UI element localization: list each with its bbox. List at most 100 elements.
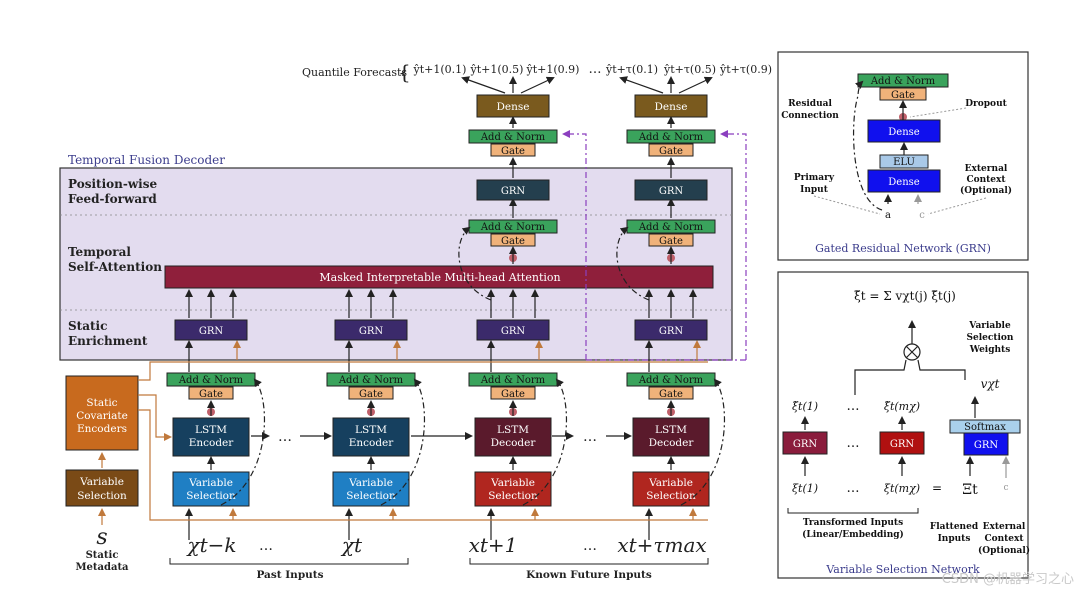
add-norm	[468, 219, 558, 234]
grn-panel-title: Gated Residual Network (GRN)	[815, 242, 991, 255]
variable-selection-label: Variable	[648, 477, 693, 489]
grn-residual: Residual	[788, 99, 832, 109]
static-variable-selection	[65, 469, 139, 507]
gate-label: Gate	[659, 146, 683, 157]
quantile-item: ŷt+τ(0.5)	[663, 63, 716, 76]
add-norm	[468, 129, 558, 144]
grn-primary: Input	[800, 185, 829, 195]
variable-selection	[172, 471, 250, 507]
vsn-c: c	[1003, 483, 1008, 493]
input-label: xt+τmax	[617, 533, 706, 557]
dense-label: Dense	[497, 101, 530, 113]
quantile-item: ŷt+τ(0.9)	[719, 63, 772, 76]
lstm-label: Encoder	[189, 437, 235, 449]
variable-selection	[632, 471, 710, 507]
grn-add-norm	[857, 73, 949, 88]
grn-c: c	[919, 210, 925, 221]
gate-label: Gate	[659, 236, 683, 247]
ellipsis: …	[847, 436, 860, 451]
grn-dropout: Dropout	[965, 99, 1007, 109]
vsn-external: Context	[984, 534, 1024, 544]
input-label: …	[583, 538, 597, 554]
grn-add-norm-label: Add & Norm	[870, 76, 936, 87]
static-cov-2: Covariate	[76, 410, 128, 422]
quantile-item: …	[589, 62, 602, 77]
add-norm	[626, 219, 716, 234]
static-cov-3: Encoders	[77, 423, 127, 435]
layer-static-2: Enrichment	[68, 334, 148, 348]
lstm-label: LSTM	[497, 424, 529, 436]
dense-output	[476, 94, 550, 118]
gate	[648, 386, 694, 400]
variable-selection-label: Selection	[346, 490, 396, 502]
vsn-flattened: Flattened	[930, 522, 979, 532]
vsn-xi-1: ξt(1)	[792, 482, 818, 495]
decoder-title: Temporal Fusion Decoder	[68, 153, 225, 167]
lstm-label: LSTM	[355, 424, 387, 436]
input-label: …	[259, 538, 273, 554]
vsn-weights: Selection	[967, 333, 1014, 343]
vsn-transformed: (Linear/Embedding)	[802, 529, 904, 540]
attention-label: Masked Interpretable Multi-head Attentio…	[319, 271, 560, 284]
variable-selection	[474, 471, 552, 507]
watermark: CSDN @机器学习之心	[941, 572, 1074, 587]
vsn-grn-m	[879, 431, 925, 455]
grn-label: GRN	[359, 326, 384, 337]
grn-dense-bottom	[867, 169, 941, 193]
add-norm-label: Add & Norm	[338, 375, 404, 386]
static-metadata-2: Metadata	[75, 562, 129, 573]
variable-selection	[332, 471, 410, 507]
vsn-grn-label: GRN	[890, 439, 915, 450]
lstm-label: LSTM	[195, 424, 227, 436]
grn-gate-label: Gate	[891, 90, 915, 101]
gate	[648, 143, 694, 157]
add-norm-label: Add & Norm	[638, 132, 704, 143]
vsn-softmax-label: Softmax	[964, 422, 1006, 433]
add-norm	[626, 129, 716, 144]
static-enrichment-grn	[476, 319, 550, 341]
static-vs-2: Selection	[77, 490, 127, 502]
svg-text:{: {	[398, 60, 411, 84]
vsn-flattened: Inputs	[938, 534, 971, 544]
quantile-item: ŷt+1(0.5)	[470, 63, 524, 76]
input-label: xt+1	[469, 533, 518, 557]
grn-external: Context	[966, 175, 1006, 185]
variable-selection-label: Selection	[186, 490, 236, 502]
gate	[490, 143, 536, 157]
vsn-grn-weights	[963, 432, 1009, 456]
vsn-external: External	[983, 522, 1026, 532]
lstm-block	[332, 417, 410, 457]
vsn-xi-tilde-1: ξ̃t(1)	[792, 400, 818, 413]
grn-residual: Connection	[781, 111, 839, 121]
vsn-xi-tilde-m: ξ̃t(mχ)	[884, 400, 920, 413]
vsn-grn-label: GRN	[974, 440, 999, 451]
vsn-equals: =	[932, 481, 942, 495]
quantile-item: ŷt+1(0.9)	[526, 63, 580, 76]
future-inputs-label: Known Future Inputs	[526, 569, 652, 581]
grn-elu-label: ELU	[893, 157, 915, 168]
static-enrichment-grn	[174, 319, 248, 341]
ellipsis: …	[583, 429, 597, 445]
grn-label: GRN	[659, 326, 684, 337]
gate-label: Gate	[501, 146, 525, 157]
grn-elu	[879, 154, 929, 169]
layer-attn-1: Temporal	[68, 245, 131, 259]
grn-label: GRN	[659, 186, 684, 197]
lstm-label: LSTM	[655, 424, 687, 436]
gate	[348, 386, 394, 400]
vsn-xi-m: ξt(mχ)	[884, 482, 920, 495]
vsn-v: vχt	[981, 377, 1000, 391]
add-norm-label: Add & Norm	[480, 222, 546, 233]
grn-dense-label: Dense	[888, 177, 920, 188]
layer-ff-2: Feed-forward	[68, 192, 157, 206]
lstm-label: Decoder	[649, 437, 695, 449]
grn-label: GRN	[501, 186, 526, 197]
dense-label: Dense	[655, 101, 688, 113]
add-norm-label: Add & Norm	[638, 222, 704, 233]
grn-dense-label: Dense	[888, 127, 920, 138]
dense-output	[634, 94, 708, 118]
quantile-item: ŷt+τ(0.1)	[605, 63, 658, 76]
input-label: χt−k	[185, 533, 236, 557]
variable-selection-label: Variable	[188, 477, 233, 489]
static-metadata-1: Static	[86, 550, 119, 561]
